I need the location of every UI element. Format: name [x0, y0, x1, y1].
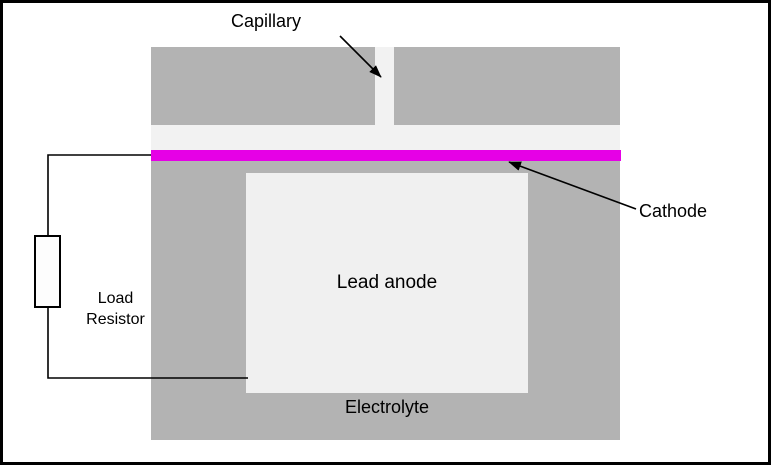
electrolyte-label: Electrolyte — [344, 397, 430, 417]
cathode-strip — [151, 150, 621, 161]
load-resistor-label: Load Resistor — [86, 290, 145, 328]
lead-anode-block: Lead anode — [246, 173, 528, 393]
capillary-label: Capillary — [231, 11, 302, 31]
cathode-label: Cathode — [639, 201, 708, 221]
capillary-slot — [375, 47, 394, 127]
lead-anode-label: Lead anode — [336, 272, 438, 293]
head-space-band — [151, 125, 620, 150]
load-resistor-box — [34, 235, 61, 308]
